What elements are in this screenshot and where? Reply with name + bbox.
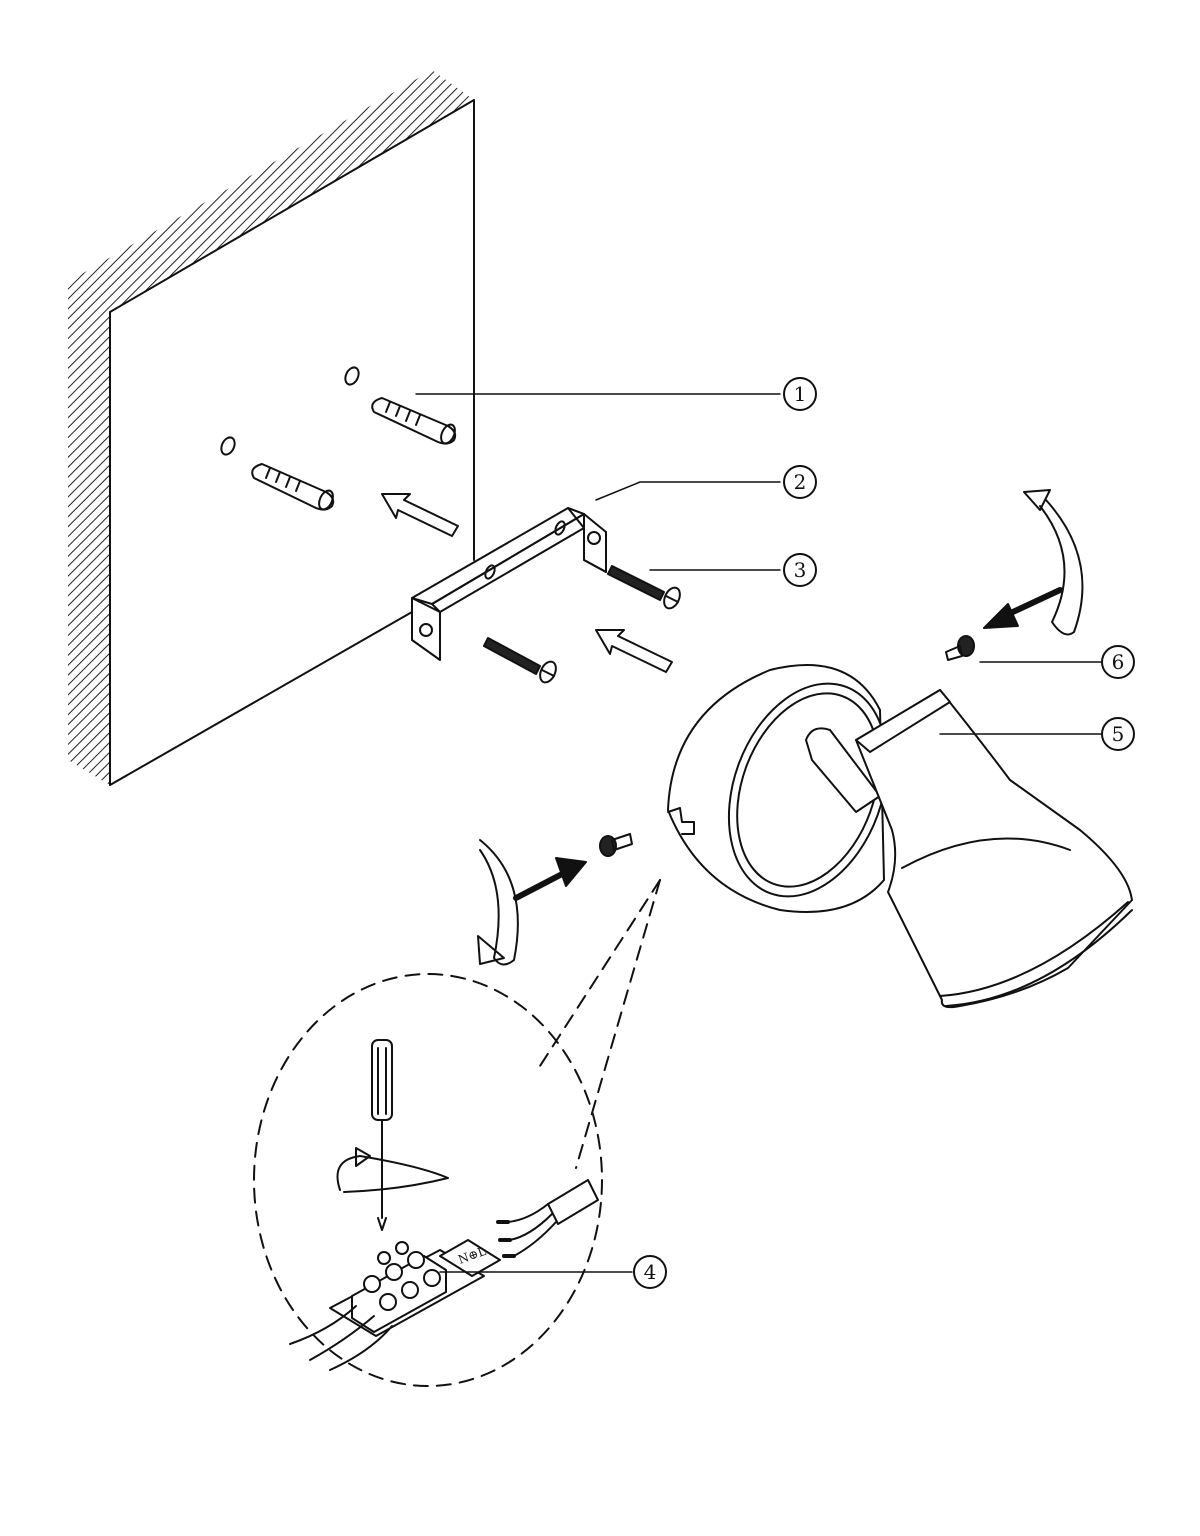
- drill-hole-lower: [220, 436, 236, 456]
- leader-2: [595, 481, 781, 501]
- wall: [68, 70, 475, 786]
- callout-3: 3: [783, 553, 817, 587]
- rotation-arrow-lower: [477, 839, 519, 966]
- canopy-screw: [599, 833, 633, 857]
- drill-hole-upper: [344, 366, 360, 386]
- insert-arrow-set-screw: [983, 587, 1063, 629]
- callout-2-label: 2: [794, 470, 807, 494]
- callout-4: 4: [633, 1255, 667, 1289]
- direction-arrow-upper: [381, 493, 459, 537]
- wall-plug-upper: [371, 397, 457, 445]
- direction-arrow-lower: [595, 629, 673, 673]
- callout-2: 2: [783, 465, 817, 499]
- mounting-bracket: [411, 507, 607, 661]
- incoming-cable: [496, 1179, 599, 1258]
- screw-lower: [483, 637, 557, 684]
- callout-5-label: 5: [1112, 722, 1125, 746]
- set-screw: [945, 635, 975, 661]
- callout-3-label: 3: [794, 558, 807, 582]
- insert-arrow-canopy-screw: [513, 857, 587, 901]
- wall-side-hatch: [68, 282, 110, 785]
- terminal-block: N⊕L: [329, 1239, 501, 1337]
- screw-upper: [607, 565, 681, 610]
- callout-1: 1: [783, 377, 817, 411]
- wall-face-top-edge: [109, 99, 475, 313]
- supply-wires: [289, 1305, 393, 1371]
- detail-zoom-callout: [253, 879, 661, 1387]
- wall-face-bottom-edge: [109, 611, 413, 786]
- callout-1-label: 1: [794, 382, 807, 406]
- screwdriver: [371, 1039, 393, 1231]
- callout-5: 5: [1101, 717, 1135, 751]
- callout-6: 6: [1101, 645, 1135, 679]
- wall-top-hatch: [68, 70, 474, 312]
- rotation-arrow-upper: [1023, 489, 1084, 636]
- callout-4-label: 4: [644, 1260, 657, 1284]
- callout-6-label: 6: [1112, 650, 1125, 674]
- screwdriver-rotation-arrow: [336, 1147, 449, 1193]
- leader-lines: [415, 393, 1103, 1273]
- spotlight-fixture: [667, 664, 1133, 1009]
- wall-plug-lower: [251, 463, 335, 511]
